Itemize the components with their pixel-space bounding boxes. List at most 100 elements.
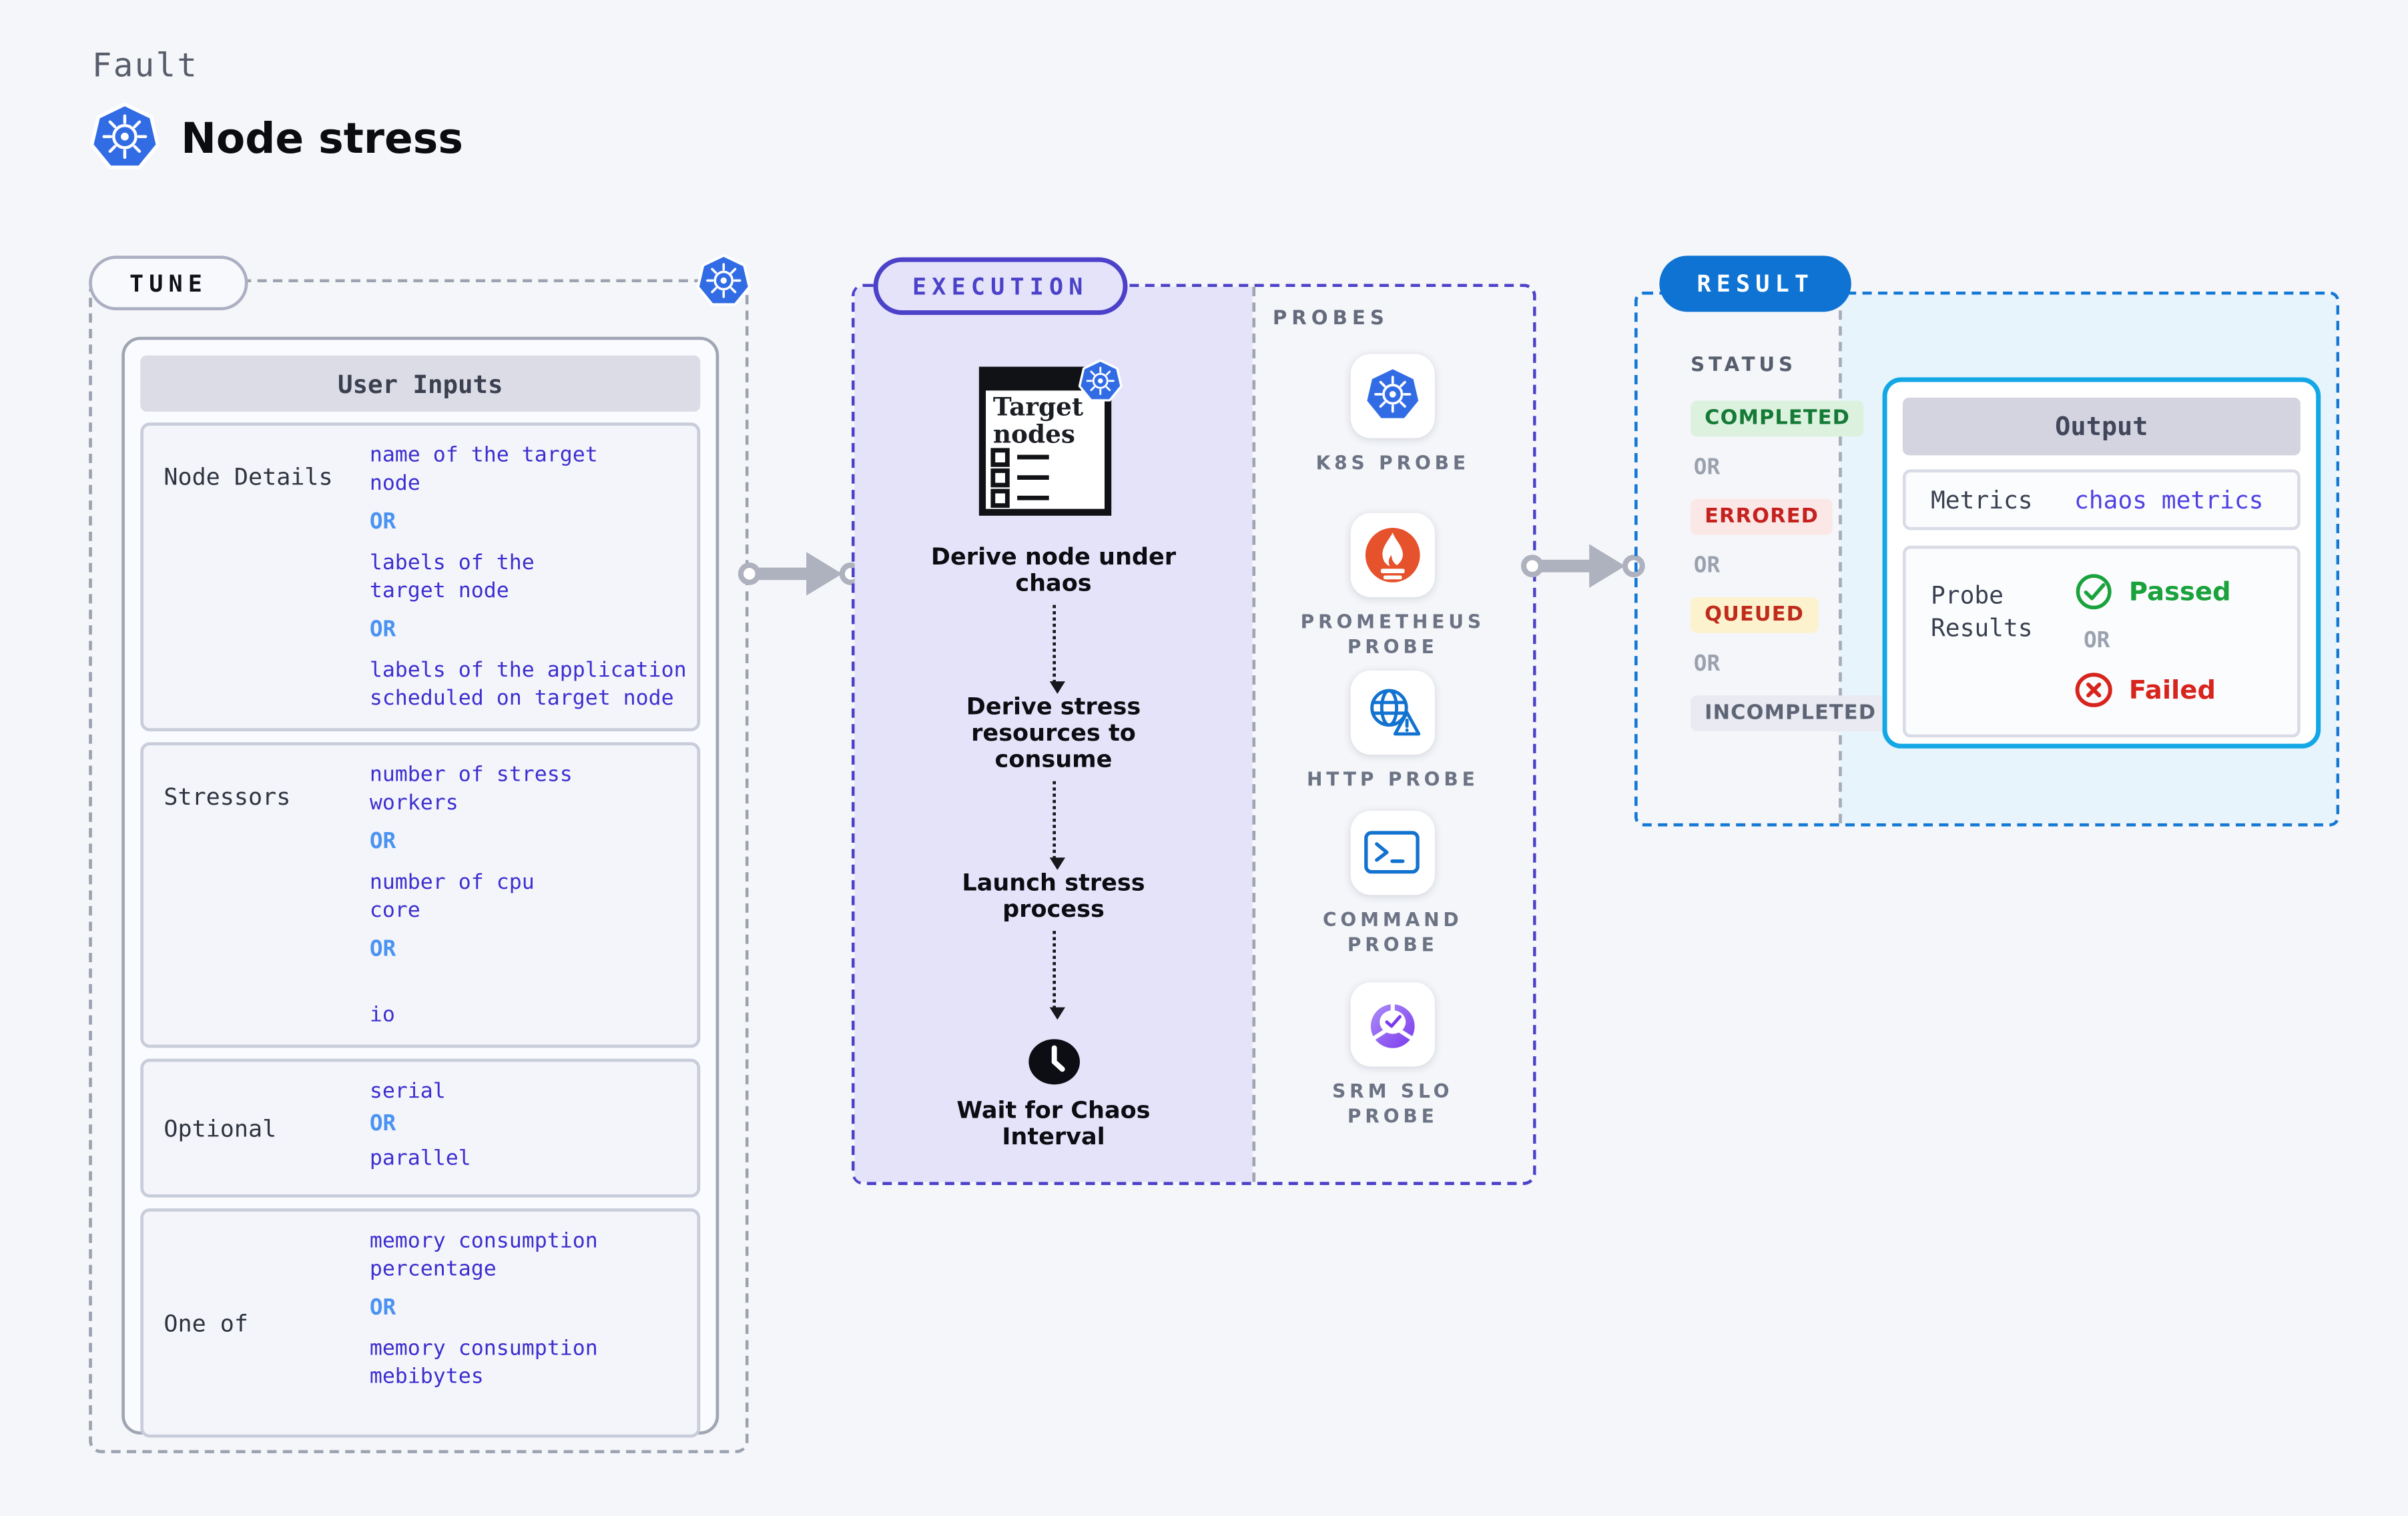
metrics-label: Metrics <box>1930 485 2033 514</box>
table-row-optional: Optional serial OR parallel <box>140 1058 701 1198</box>
probe-card <box>1350 670 1435 755</box>
value-item: labels of the application scheduled on t… <box>369 658 687 711</box>
probe-results-row: Probe Results Passed OR Failed <box>1902 545 2301 738</box>
row-values: number of stress workers OR number of cp… <box>370 761 688 1029</box>
probe-item-http: HTTP PROBE <box>1252 670 1533 792</box>
svg-text:nodes: nodes <box>993 420 1075 449</box>
flow-arrow-icon <box>735 547 869 600</box>
output-card: Output Metrics chaos metrics Probe Resul… <box>1882 377 2321 749</box>
probe-card <box>1350 354 1435 438</box>
value-item: name of the target node <box>369 442 598 496</box>
probes-panel: PROBES K8S PROBE PROMETHEUS PROBE HTTP P… <box>1252 287 1533 1182</box>
status-badge-queued: QUEUED <box>1691 597 1819 633</box>
probe-card <box>1350 512 1435 597</box>
status-output-divider <box>1839 294 1842 823</box>
value-item: io <box>369 1002 395 1028</box>
flow-arrow-icon <box>1518 540 1652 593</box>
table-row-stressors: Stressors number of stress workers OR nu… <box>140 742 701 1048</box>
probe-label: SRM SLO PROBE <box>1332 1080 1454 1128</box>
metrics-value: chaos metrics <box>2074 485 2264 514</box>
flow-connector-arrow <box>1049 781 1065 870</box>
probe-results-values: Passed OR Failed <box>2074 569 2282 722</box>
passed-label: Passed <box>2128 577 2231 607</box>
or-separator: OR <box>2083 628 2110 654</box>
clock-icon <box>1027 1038 1080 1085</box>
row-label: Optional <box>164 1114 277 1142</box>
slo-donut-icon <box>1363 995 1422 1054</box>
probe-item-command: COMMAND PROBE <box>1252 811 1533 958</box>
globe-warning-icon <box>1363 683 1422 743</box>
status-heading: STATUS <box>1691 352 1797 376</box>
probes-heading: PROBES <box>1272 306 1389 330</box>
flow-step: Launch stress process <box>962 868 1145 923</box>
check-circle-icon <box>2074 573 2113 611</box>
probe-card <box>1350 982 1435 1067</box>
value-item: number of stress workers <box>369 762 573 816</box>
passed-line: Passed <box>2074 573 2282 611</box>
clipboard-checklist-icon: Target nodes <box>978 359 1123 516</box>
or-separator: OR <box>1693 651 1721 677</box>
probe-results-label: Probe Results <box>1930 581 2033 643</box>
user-inputs-header: User Inputs <box>140 355 701 412</box>
row-values: memory consumption percentage OR memory … <box>370 1227 688 1419</box>
or-separator: OR <box>369 1112 396 1137</box>
terminal-icon <box>1363 823 1422 883</box>
table-row-one-of: One of memory consumption percentage OR … <box>140 1208 701 1438</box>
output-header: Output <box>1902 397 2301 456</box>
x-circle-icon <box>2074 671 2113 709</box>
prometheus-icon <box>1363 526 1422 585</box>
svg-text:Target: Target <box>993 392 1084 422</box>
value-item: labels of the target node <box>369 550 535 604</box>
value-item: number of cpu core <box>369 869 535 923</box>
or-separator: OR <box>369 510 396 535</box>
result-pill: RESULT <box>1659 256 1852 312</box>
execution-probes-divider <box>1252 286 1256 1182</box>
flow-step: Derive node under chaos <box>930 542 1177 597</box>
kubernetes-icon <box>695 254 751 310</box>
or-separator: OR <box>1693 553 1721 579</box>
execution-flow: Target nodes Derive node under chaos Der… <box>855 287 1253 1151</box>
execution-section: EXECUTION Target nodes Deriv <box>851 257 1536 1185</box>
probe-card <box>1350 811 1435 895</box>
status-badge-errored: ERRORED <box>1691 498 1833 535</box>
k8s-probe-icon <box>1363 366 1422 426</box>
flow-step: Derive stress resources to consume <box>966 692 1141 774</box>
value-item: memory consumption percentage <box>369 1228 598 1282</box>
flow-connector-arrow <box>1049 931 1065 1020</box>
kubernetes-icon <box>89 103 160 174</box>
probe-label: COMMAND PROBE <box>1322 909 1463 956</box>
row-values: serial OR parallel <box>370 1078 688 1179</box>
user-inputs-table: User Inputs Node Details name of the tar… <box>121 336 719 1438</box>
page-title: Node stress <box>181 114 463 163</box>
failed-label: Failed <box>2128 675 2216 705</box>
flow-connector-arrow <box>1049 605 1065 694</box>
flow-step: Wait for Chaos Interval <box>956 1096 1151 1151</box>
status-badge-completed: COMPLETED <box>1691 400 1865 437</box>
row-label: Node Details <box>164 463 333 492</box>
page-header: Node stress <box>89 103 463 174</box>
probe-label: HTTP PROBE <box>1306 769 1479 791</box>
value-item: memory consumption mebibytes <box>369 1336 598 1390</box>
status-column: STATUS COMPLETED OR ERRORED OR QUEUED OR… <box>1691 352 1891 750</box>
fault-eyebrow: Fault <box>91 47 199 85</box>
row-label: Stressors <box>164 783 291 811</box>
or-separator: OR <box>1693 455 1721 480</box>
probe-item-srm-slo: SRM SLO PROBE <box>1252 982 1533 1129</box>
probe-label: PROMETHEUS PROBE <box>1300 611 1485 659</box>
probe-item-prometheus: PROMETHEUS PROBE <box>1252 512 1533 660</box>
or-separator: OR <box>369 1295 396 1321</box>
failed-line: Failed <box>2074 671 2282 709</box>
probe-item-k8s: K8S PROBE <box>1252 354 1533 475</box>
metrics-row: Metrics chaos metrics <box>1902 469 2301 530</box>
status-badge-incompleted: INCOMPLETED <box>1691 695 1891 731</box>
kubernetes-icon <box>1078 359 1123 402</box>
or-separator: OR <box>369 617 396 643</box>
result-section: RESULT STATUS COMPLETED OR ERRORED OR QU… <box>1634 256 2340 827</box>
or-separator: OR <box>369 937 396 962</box>
value-item: parallel <box>369 1146 471 1171</box>
value-item: serial <box>369 1079 446 1104</box>
execution-pill: EXECUTION <box>873 257 1127 316</box>
row-label: One of <box>164 1308 248 1337</box>
tune-pill: TUNE <box>89 256 248 311</box>
